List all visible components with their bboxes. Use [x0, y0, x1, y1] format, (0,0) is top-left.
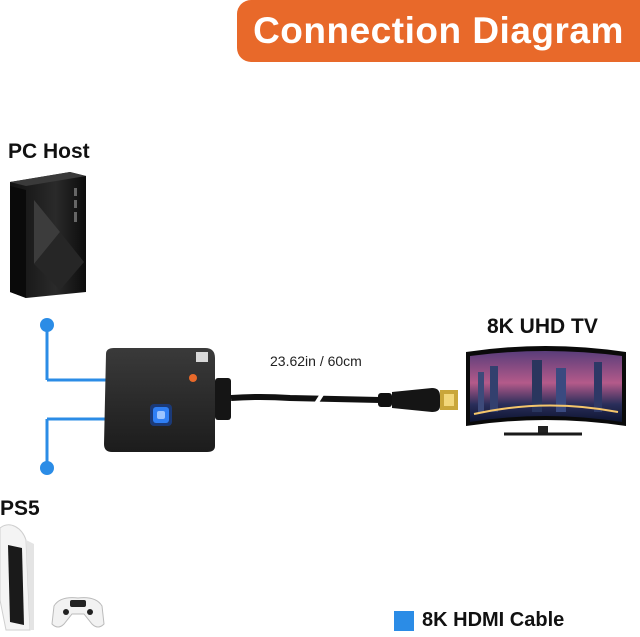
- ps5-controller-icon: [51, 597, 105, 628]
- diagram-title: Connection Diagram: [253, 10, 624, 51]
- tv-label: 8K UHD TV: [487, 315, 598, 338]
- ps5-label: PS5: [0, 497, 40, 520]
- pc-host-label: PC Host: [8, 140, 90, 163]
- output-cable: [215, 378, 381, 420]
- legend-swatch: [394, 611, 414, 631]
- cable-length-label: 23.62in / 60cm: [270, 353, 362, 369]
- pc-tower-icon: [10, 172, 86, 298]
- hdmi-cable-lines: [40, 318, 106, 475]
- hdmi-switcher-device: [104, 348, 215, 452]
- hdmi-plug-icon: [378, 388, 458, 412]
- uhd-tv-icon: [466, 346, 626, 436]
- title-banner: Connection Diagram: [237, 0, 640, 62]
- ps5-console-icon: [0, 524, 34, 631]
- legend-label: 8K HDMI Cable: [422, 609, 565, 631]
